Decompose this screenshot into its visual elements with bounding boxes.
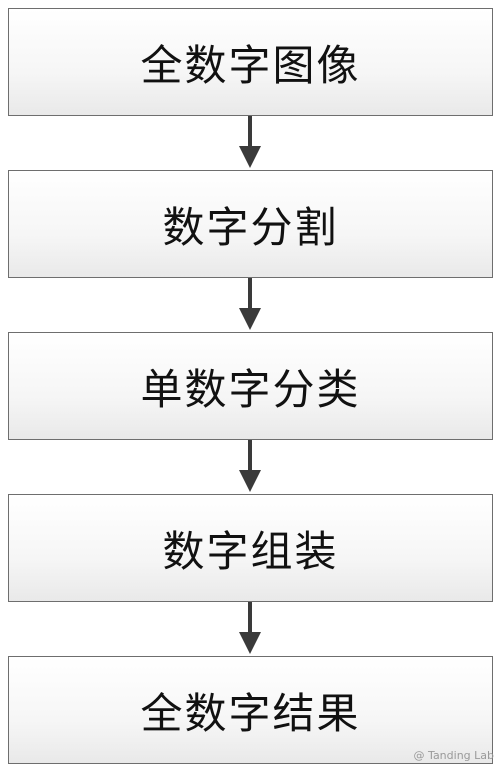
step-digit-segmentation: 数字分割 xyxy=(8,170,493,278)
step-digit-assembly: 数字组装 xyxy=(8,494,493,602)
step-full-digit-result: 全数字结果 xyxy=(8,656,493,764)
down-arrow-icon xyxy=(239,440,261,492)
step-label: 全数字图像 xyxy=(140,40,361,90)
step-single-digit-classification: 单数字分类 xyxy=(8,332,493,440)
step-label: 单数字分类 xyxy=(140,364,361,414)
step-label: 数字分割 xyxy=(162,202,339,252)
watermark: @ Tanding Lab xyxy=(413,749,494,762)
down-arrow-icon xyxy=(239,116,261,168)
step-label: 数字组装 xyxy=(162,526,339,576)
step-full-digit-image: 全数字图像 xyxy=(8,8,493,116)
down-arrow-icon xyxy=(239,602,261,654)
down-arrow-icon xyxy=(239,278,261,330)
step-label: 全数字结果 xyxy=(140,688,361,738)
